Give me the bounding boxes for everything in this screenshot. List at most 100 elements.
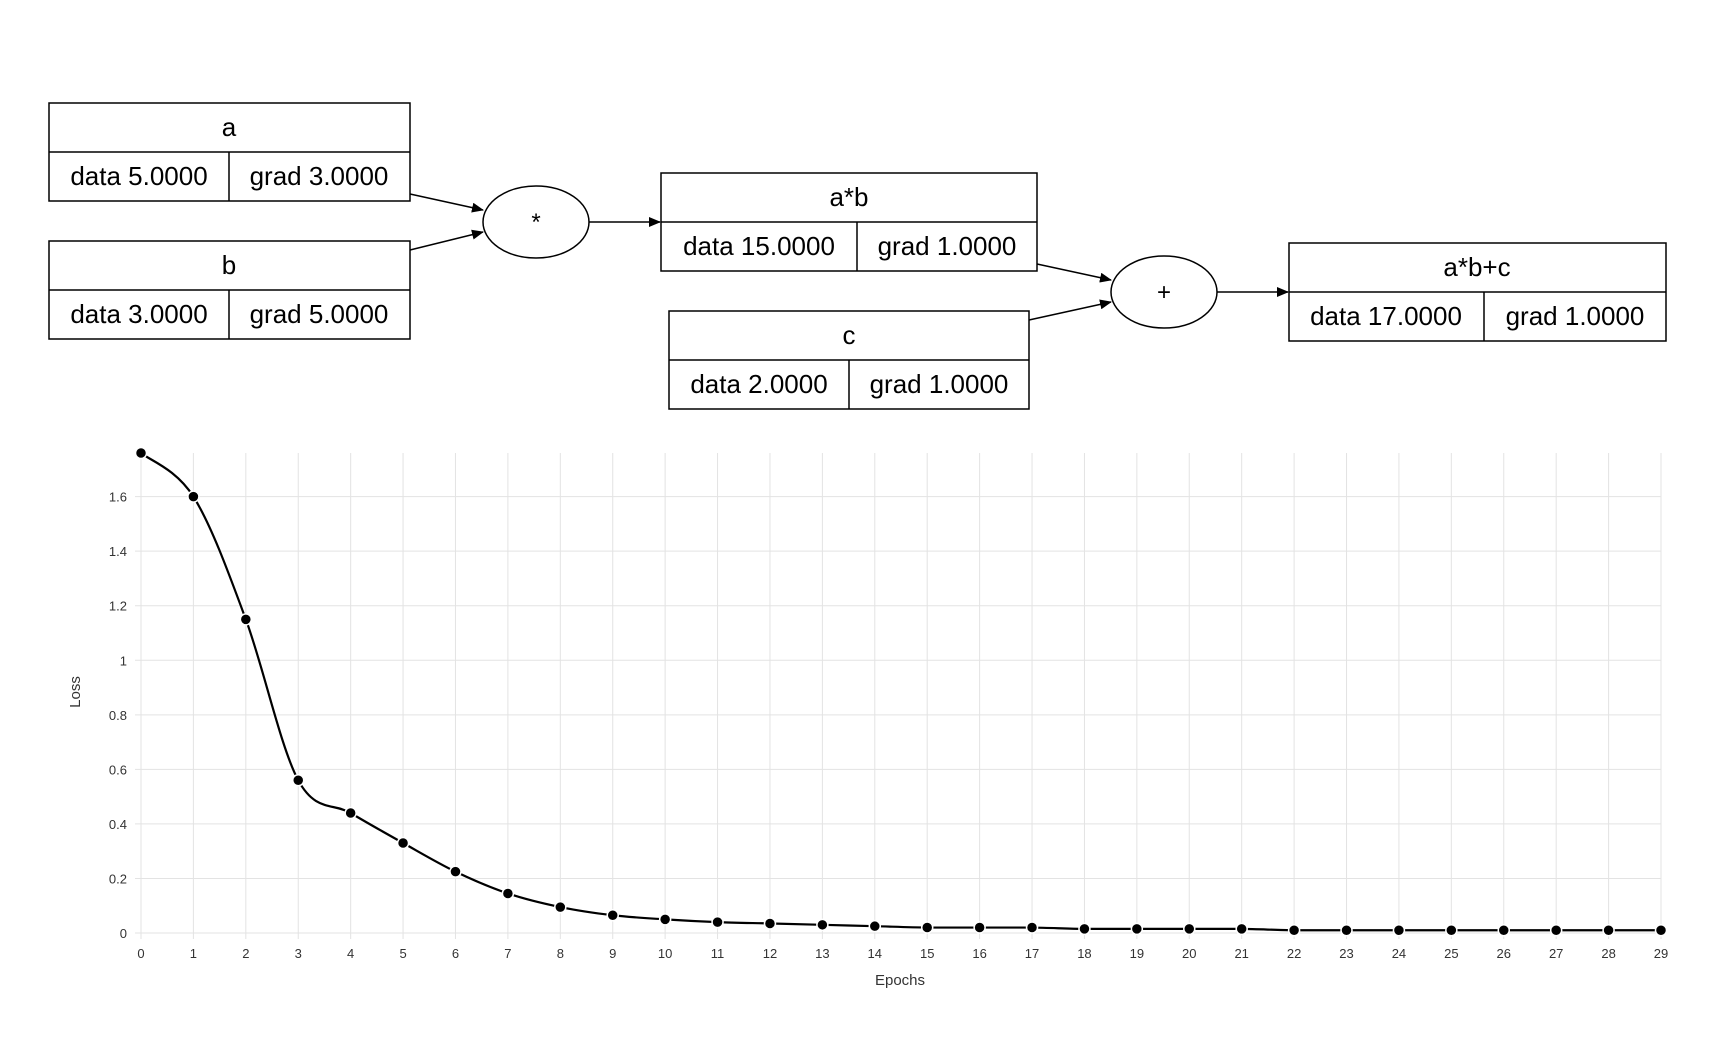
data-point [658,913,672,926]
value-node-a: a data 5.0000 grad 3.0000 [48,102,411,202]
graph-edges [409,193,1289,321]
x-tick-label: 10 [658,946,672,961]
data-point [1340,924,1353,937]
x-tick-label: 28 [1601,946,1615,961]
data-point [344,806,357,820]
node-data: data 3.0000 [70,299,207,329]
data-point [1025,921,1039,934]
x-tick-label: 11 [711,946,725,961]
data-point [1130,922,1144,936]
x-tick-label: 0 [137,946,144,961]
data-point [1497,924,1511,937]
y-tick-label: 1.6 [109,490,127,505]
data-point [239,613,253,626]
y-axis-ticks: 0 0.2 0.4 0.6 0.8 1 1.2 1.4 1.6 [109,490,127,941]
x-tick-label: 17 [1025,946,1039,961]
node-data: data 2.0000 [690,369,827,399]
computation-graph: a data 5.0000 grad 3.0000 b data 3.0000 … [48,102,1667,410]
data-point [501,887,515,900]
x-tick-label: 21 [1234,946,1248,961]
data-point [711,915,724,929]
x-tick-label: 1 [190,946,197,961]
y-tick-label: 0.8 [109,708,127,723]
data-point [449,865,462,878]
x-tick-label: 12 [763,946,777,961]
x-tick-label: 24 [1392,946,1406,961]
x-tick-label: 3 [295,946,302,961]
x-tick-label: 7 [504,946,511,961]
x-tick-label: 5 [399,946,406,961]
x-tick-label: 29 [1654,946,1668,961]
x-tick-label: 27 [1549,946,1563,961]
data-point [1235,922,1248,936]
x-tick-label: 6 [452,946,459,961]
node-label: c [843,320,856,350]
node-data: data 17.0000 [1310,301,1462,331]
x-tick-label: 15 [920,946,934,961]
node-grad: grad 1.0000 [870,369,1009,399]
x-tick-label: 20 [1182,946,1196,961]
y-tick-label: 0.2 [109,871,127,886]
x-tick-label: 26 [1497,946,1511,961]
value-node-abc: a*b+c data 17.0000 grad 1.0000 [1288,242,1667,342]
y-axis-title: Loss [67,676,84,708]
x-tick-label: 25 [1444,946,1458,961]
y-tick-label: 1.2 [109,599,127,614]
x-tick-label: 19 [1130,946,1144,961]
data-point [868,919,882,933]
data-point [1445,924,1458,937]
node-grad: grad 1.0000 [878,231,1017,261]
x-tick-label: 14 [868,946,882,961]
edge-a-mul [409,193,484,213]
node-label: a*b+c [1443,252,1510,282]
data-point [606,909,619,922]
value-node-c: c data 2.0000 grad 1.0000 [668,310,1030,410]
node-label: b [222,250,236,280]
x-tick-label: 9 [609,946,616,961]
x-tick-label: 2 [242,946,249,961]
y-tick-label: 1.4 [109,544,127,559]
op-node-add: + [1110,255,1218,329]
node-data: data 5.0000 [70,161,207,191]
loss-series-line [140,452,1661,932]
x-tick-label: 8 [557,946,564,961]
x-tick-label: 22 [1287,946,1301,961]
x-axis-title: Epochs [875,972,925,989]
y-tick-label: 0 [120,926,127,941]
y-tick-label: 0.6 [109,762,127,777]
data-point [1654,924,1668,937]
edge-c-add [1028,299,1112,321]
value-node-b: b data 3.0000 grad 5.0000 [48,240,411,340]
data-point [291,774,305,787]
data-point [187,490,200,503]
op-symbol: * [531,209,540,236]
value-node-ab: a*b data 15.0000 grad 1.0000 [660,172,1038,272]
x-tick-label: 16 [972,946,986,961]
y-tick-label: 0.4 [109,817,127,832]
x-tick-label: 23 [1339,946,1353,961]
op-symbol: + [1157,279,1171,306]
data-point [1078,922,1091,936]
data-point [1287,924,1301,937]
data-point [396,836,410,850]
data-point [1602,924,1615,937]
data-point [1549,924,1563,937]
loss-series-points [134,446,1668,937]
node-grad: grad 5.0000 [250,299,389,329]
data-point [134,446,148,460]
data-point [973,921,986,934]
data-point [763,917,777,930]
data-point [554,900,567,914]
node-label: a [222,112,237,142]
op-node-mul: * [482,185,590,259]
edge-ab-add [1036,263,1112,283]
chart-grid [135,453,1662,939]
data-point [920,921,934,934]
edge-b-mul [409,229,484,251]
data-point [1183,922,1196,936]
node-data: data 15.0000 [683,231,835,261]
y-tick-label: 1 [120,653,127,668]
x-tick-label: 18 [1077,946,1091,961]
